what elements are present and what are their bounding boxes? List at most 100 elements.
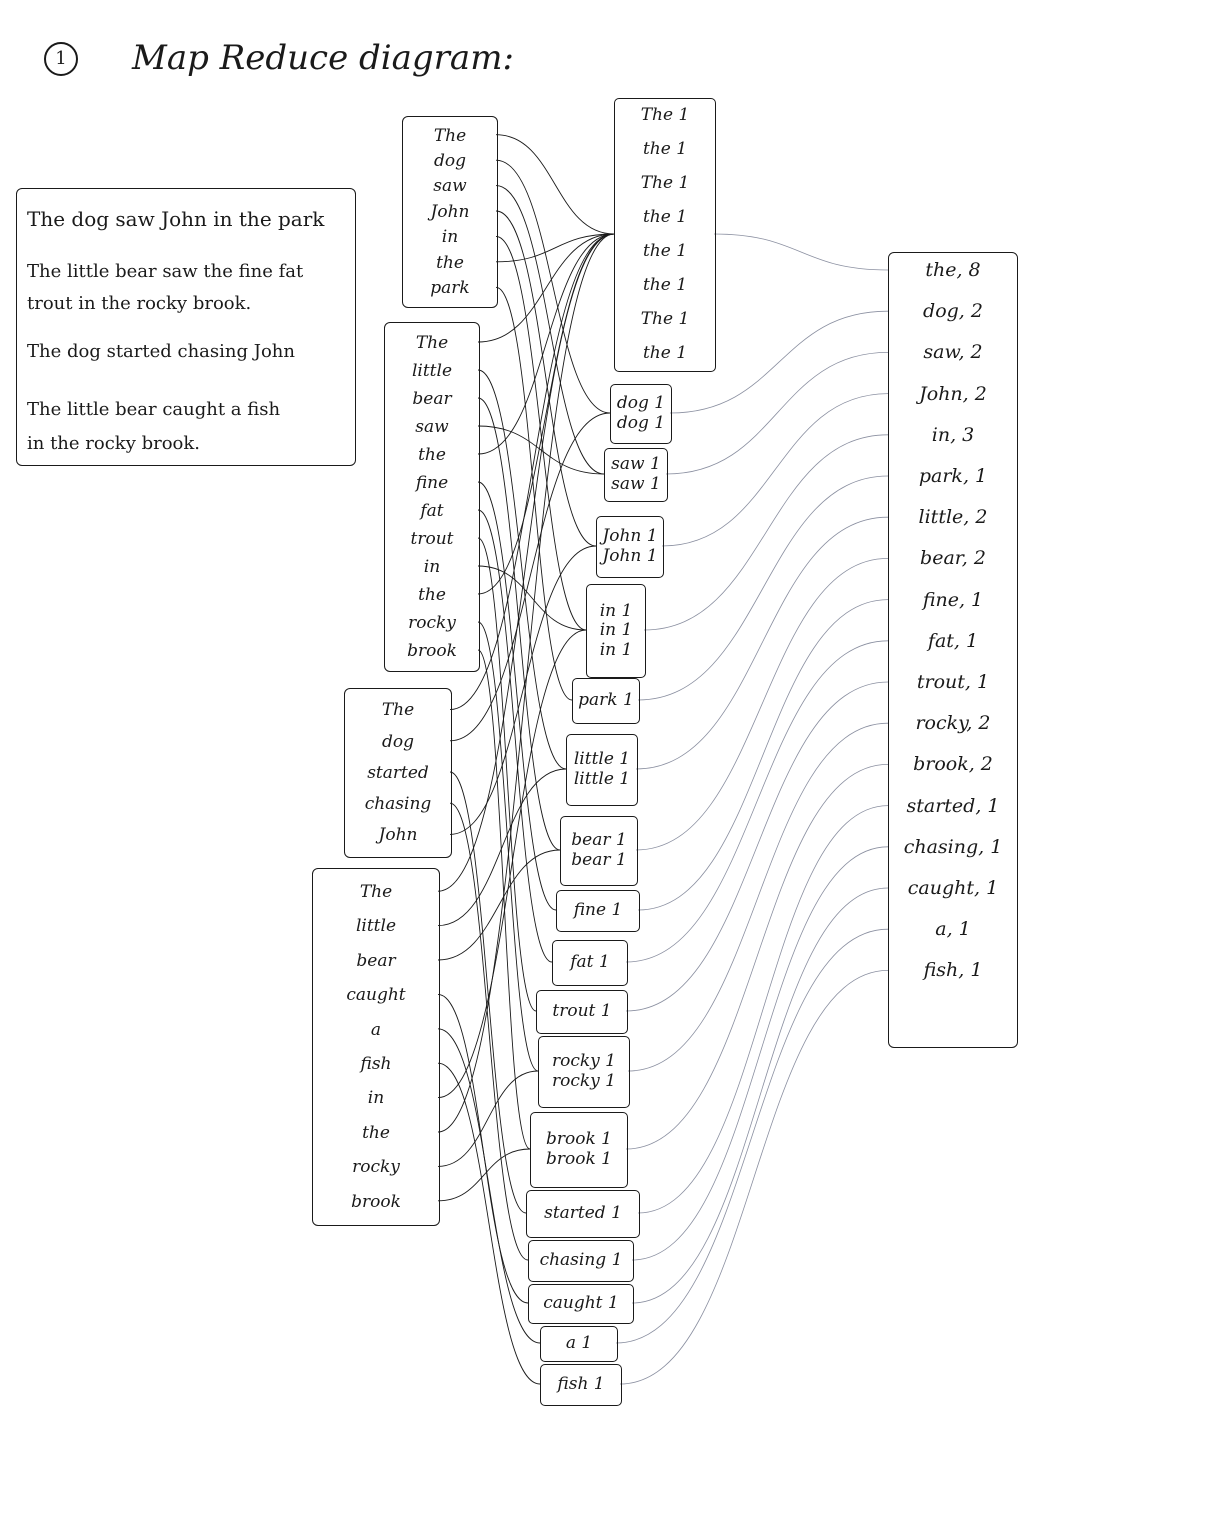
- shuffle-group-box: trout 1: [536, 990, 628, 1034]
- shuffle-pair: the 1: [642, 139, 688, 160]
- shuffle-pair: in 1: [599, 600, 633, 621]
- input-line: trout in the rocky brook.: [27, 293, 252, 314]
- map-shuffle-edge: [495, 233, 615, 263]
- shuffle-reduce-edge: [713, 233, 889, 271]
- map-shuffle-edge: [449, 233, 615, 711]
- input-text-box: The dog saw John in the park The little …: [16, 188, 356, 466]
- map-shuffle-edge: [477, 621, 539, 1072]
- reduce-result: brook, 2: [913, 753, 993, 776]
- map-shuffle-edge: [477, 565, 587, 631]
- map-word: The: [433, 125, 467, 146]
- map-word: The: [415, 332, 449, 353]
- map-word: saw: [415, 416, 449, 437]
- shuffle-pair: saw 1: [611, 454, 661, 475]
- shuffle-pair: the 1: [642, 343, 688, 364]
- shuffle-pair: fish 1: [557, 1374, 605, 1395]
- map-shuffle-edge: [437, 1070, 539, 1167]
- shuffle-pair: the 1: [642, 207, 688, 228]
- shuffle-reduce-edge: [635, 516, 889, 770]
- shuffle-reduce-edge: [631, 887, 889, 1304]
- map-word: fine: [415, 472, 449, 493]
- map-shuffle-edge: [437, 233, 615, 1133]
- map-word: caught: [346, 985, 406, 1006]
- input-line: in the rocky brook.: [27, 433, 201, 454]
- map-shuffle-edge: [437, 233, 615, 892]
- reduce-result: caught, 1: [907, 877, 999, 899]
- map-word: The: [381, 700, 415, 721]
- shuffle-pair: trout 1: [552, 1001, 612, 1022]
- shuffle-reduce-edge: [625, 681, 889, 1012]
- map-shuffle-edge: [477, 233, 615, 455]
- map-word: little: [411, 360, 453, 381]
- input-line: The dog saw John in the park: [27, 207, 325, 231]
- shuffle-reduce-edge: [665, 352, 889, 475]
- reduce-result: little, 2: [918, 506, 988, 529]
- map-shuffle-edge: [477, 425, 605, 475]
- shuffle-reduce-edge: [637, 599, 889, 911]
- shuffle-pair: started 1: [544, 1203, 622, 1224]
- shuffle-pair: dog 1: [616, 393, 666, 414]
- reduce-result: fine, 1: [922, 588, 984, 611]
- input-line: The little bear caught a fish: [27, 399, 281, 420]
- shuffle-pair: The 1: [640, 309, 690, 330]
- shuffle-pair: in 1: [599, 639, 633, 660]
- reduce-result: started, 1: [906, 794, 1000, 817]
- shuffle-pair: fine 1: [573, 900, 623, 921]
- map-word: saw: [433, 176, 467, 197]
- map-word: park: [430, 278, 470, 299]
- map-word: chasing: [364, 793, 432, 814]
- shuffle-reduce-edge: [637, 475, 889, 701]
- map-word: the: [418, 584, 446, 605]
- shuffle-pair: the 1: [642, 241, 688, 262]
- shuffle-reduce-edge: [627, 722, 889, 1072]
- map-word: the: [418, 444, 446, 465]
- shuffle-pair: little 1: [573, 749, 631, 770]
- shuffle-pair: rocky 1: [551, 1051, 616, 1072]
- shuffle-reduce-edge: [625, 764, 889, 1150]
- map-word: rocky: [352, 1157, 400, 1178]
- shuffle-pair: brook 1: [546, 1129, 612, 1150]
- map-word: trout: [410, 528, 454, 549]
- shuffle-group-box: park 1: [572, 678, 640, 724]
- reduce-result: fish, 1: [923, 959, 983, 982]
- shuffle-pair: park 1: [578, 690, 634, 711]
- shuffle-pair: saw 1: [611, 474, 661, 494]
- input-line: The little bear saw the fine fat: [27, 261, 304, 282]
- shuffle-reduce-edge: [619, 970, 889, 1385]
- shuffle-pair: little 1: [573, 769, 631, 789]
- map-shuffle-edge: [477, 481, 557, 911]
- shuffle-group-box: a 1: [540, 1326, 618, 1362]
- reduce-result: bear, 2: [920, 547, 986, 570]
- map-word: John: [430, 201, 470, 222]
- shuffle-group-box: started 1: [526, 1190, 640, 1238]
- map-shuffle-edge: [437, 768, 567, 927]
- reduce-result: park, 1: [918, 465, 988, 487]
- map-word: John: [378, 825, 418, 846]
- reduce-result: in, 3: [931, 423, 975, 446]
- map-shuffle-edge: [495, 286, 573, 701]
- shuffle-reduce-edge: [615, 928, 889, 1344]
- shuffle-pair: chasing 1: [539, 1250, 623, 1271]
- shuffle-pair: The 1: [640, 105, 690, 126]
- map-word: started: [367, 762, 429, 783]
- map-shuffle-edge: [495, 159, 611, 414]
- reduce-result: saw, 2: [923, 341, 983, 364]
- map-shuffle-edge: [495, 235, 587, 631]
- map-shuffle-edge: [437, 1062, 541, 1385]
- shuffle-reduce-edge: [625, 640, 889, 963]
- map-shuffle-edge: [495, 210, 597, 547]
- reduce-result: rocky, 2: [915, 712, 991, 735]
- map-shuffle-edge: [449, 802, 529, 1261]
- map-word: fat: [420, 500, 444, 521]
- shuffle-pair: a 1: [565, 1333, 593, 1354]
- map-word: fish: [360, 1053, 392, 1074]
